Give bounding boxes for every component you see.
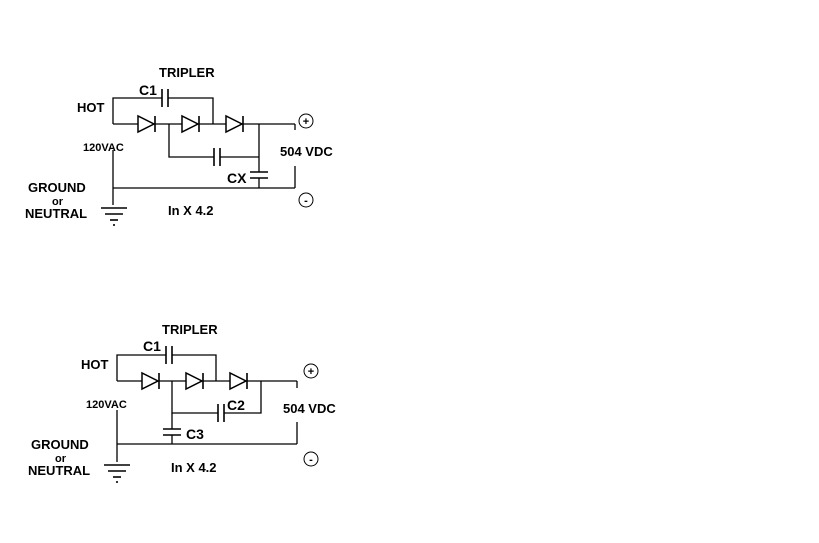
c3-label: C3 xyxy=(186,426,204,442)
multiplier-note: In X 4.2 xyxy=(168,203,214,218)
ground-label: GROUND xyxy=(31,437,89,452)
circuit-title: TRIPLER xyxy=(159,65,215,80)
circuit-title: TRIPLER xyxy=(162,322,218,337)
c1-label: C1 xyxy=(139,82,157,98)
middle-capacitor xyxy=(168,124,259,166)
svg-text:-: - xyxy=(304,195,308,207)
diode-rail xyxy=(117,371,298,391)
hot-label: HOT xyxy=(77,100,105,115)
c1-capacitor-loop xyxy=(112,89,214,124)
c1-label: C1 xyxy=(143,338,161,354)
tripler-circuit-1: + - TRIPLER C1 HOT 120VAC 504 VDC CX GRO… xyxy=(25,65,333,226)
ground-symbol-icon xyxy=(104,464,130,483)
or-label: or xyxy=(52,196,64,208)
ground-rail xyxy=(116,410,298,462)
svg-text:+: + xyxy=(303,116,309,128)
input-voltage-label: 120VAC xyxy=(86,399,127,411)
ground-rail xyxy=(112,150,296,205)
cx-capacitor xyxy=(250,124,268,188)
neutral-label: NEUTRAL xyxy=(28,463,90,478)
svg-text:+: + xyxy=(308,366,314,378)
plus-terminal: + xyxy=(298,113,314,129)
c3-capacitor xyxy=(163,413,181,444)
multiplier-note: In X 4.2 xyxy=(171,460,217,475)
neutral-label: NEUTRAL xyxy=(25,206,87,221)
ground-label: GROUND xyxy=(28,180,86,195)
ground-symbol-icon xyxy=(101,207,127,226)
hot-label: HOT xyxy=(81,357,109,372)
output-voltage-label: 504 VDC xyxy=(280,144,333,159)
minus-terminal: - xyxy=(303,451,319,467)
cx-label: CX xyxy=(227,170,247,186)
c1-capacitor-loop xyxy=(116,346,217,381)
minus-terminal: - xyxy=(298,192,314,208)
c2-label: C2 xyxy=(227,397,245,413)
input-voltage-label: 120VAC xyxy=(83,142,124,154)
output-voltage-label: 504 VDC xyxy=(283,401,336,416)
plus-terminal: + xyxy=(303,363,319,379)
tripler-circuit-2: + - TRIPLER C1 HOT 120VAC C2 504 VDC C3 … xyxy=(28,322,336,483)
diode-rail xyxy=(113,114,296,134)
svg-text:-: - xyxy=(309,454,313,466)
or-label: or xyxy=(55,453,67,465)
